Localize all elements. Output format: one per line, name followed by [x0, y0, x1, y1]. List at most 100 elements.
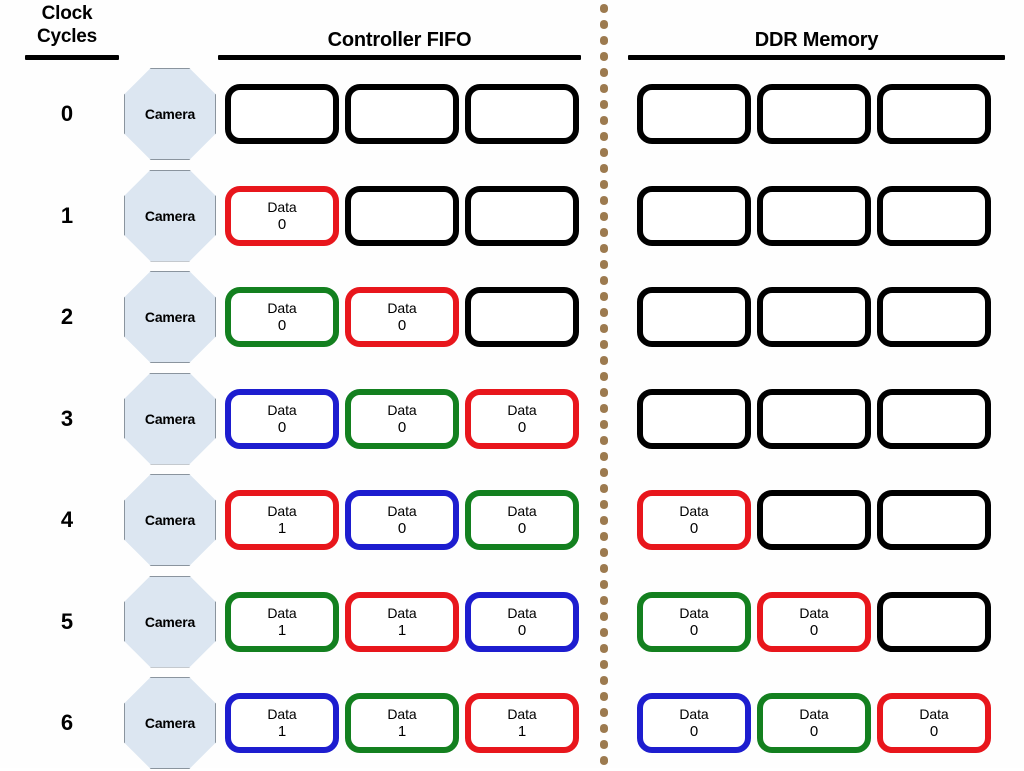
ddr-slot[interactable]	[757, 185, 871, 246]
ddr-slot[interactable]	[637, 84, 751, 144]
divider-dot	[600, 708, 608, 717]
ddr-slot[interactable]	[877, 388, 991, 449]
divider-dot	[600, 628, 608, 637]
ddr-slot[interactable]	[637, 287, 751, 347]
fifo-slot[interactable]	[465, 84, 579, 144]
slot-data-value: 0	[689, 723, 699, 740]
fifo-slot[interactable]	[465, 185, 579, 246]
divider-dot	[600, 660, 608, 669]
camera-node: Camera	[124, 575, 216, 668]
fifo-slot[interactable]	[345, 84, 459, 144]
divider-dot	[600, 420, 608, 429]
clock-cycles-header-line1: Clock	[41, 3, 93, 24]
slot-data-value: 0	[517, 621, 527, 639]
ddr-slot[interactable]	[877, 591, 991, 652]
slot-data-label: Data	[799, 706, 829, 722]
camera-label: Camera	[144, 106, 196, 122]
camera-node: Camera	[124, 677, 216, 769]
ddr-slot[interactable]	[877, 287, 991, 347]
slot-data-value: 0	[517, 520, 527, 537]
ddr-slot[interactable]	[877, 84, 991, 144]
divider-dot	[600, 500, 608, 509]
clock-cycles-underline	[25, 55, 119, 60]
ddr-slot[interactable]	[757, 388, 871, 449]
camera-label: Camera	[144, 512, 196, 528]
slot-data-label: Data	[387, 706, 417, 722]
divider-dot	[600, 724, 608, 733]
camera-node: Camera	[124, 372, 216, 465]
ddr-slot[interactable]	[877, 185, 991, 246]
divider-dot	[600, 564, 608, 573]
divider-dot	[600, 484, 608, 493]
controller-fifo-underline	[218, 55, 581, 60]
slot-data-label: Data	[507, 503, 537, 519]
clock-cycles-header-line2: Cycles	[36, 26, 98, 47]
camera-node: Camera	[124, 474, 216, 566]
ddr-slot[interactable]	[877, 490, 991, 550]
ddr-slot[interactable]	[757, 490, 871, 550]
divider-dot	[600, 308, 608, 317]
slot-data-label: Data	[387, 503, 417, 519]
controller-fifo-header: Controller FIFO	[327, 29, 472, 51]
slot-data-value: 0	[517, 418, 527, 436]
slot-data-value: 1	[277, 723, 287, 740]
fifo-slot[interactable]	[345, 185, 459, 246]
cycle-number: 5	[60, 608, 74, 634]
ddr-slot[interactable]	[637, 388, 751, 449]
slot-data-label: Data	[507, 604, 537, 621]
fifo-slot[interactable]	[465, 287, 579, 347]
divider-dot	[600, 372, 608, 381]
ddr-memory-header: DDR Memory	[754, 29, 879, 51]
divider-dot	[600, 756, 608, 765]
ddr-slot[interactable]	[637, 185, 751, 246]
slot-data-value: 0	[277, 215, 287, 233]
fifo-slot[interactable]	[225, 84, 339, 144]
divider-dot	[600, 340, 608, 349]
slot-data-label: Data	[387, 401, 417, 418]
slot-data-value: 0	[397, 317, 407, 334]
camera-label: Camera	[144, 613, 196, 630]
slot-data-value: 1	[277, 520, 287, 537]
divider-dot	[600, 404, 608, 413]
slot-data-label: Data	[267, 300, 297, 316]
divider-dot	[600, 740, 608, 749]
divider-dot	[600, 612, 608, 621]
divider-dot	[600, 292, 608, 301]
divider-dot	[600, 596, 608, 605]
slot-data-label: Data	[919, 706, 949, 722]
ddr-slot[interactable]	[757, 287, 871, 347]
slot-data-label: Data	[679, 706, 709, 722]
ddr-slot[interactable]	[757, 84, 871, 144]
camera-label: Camera	[144, 309, 196, 325]
divider-dot	[600, 212, 608, 221]
clock-cycles-header: Clock Cycles	[14, 2, 120, 48]
slot-data-label: Data	[387, 300, 417, 316]
divider-dot	[600, 324, 608, 333]
slot-data-value: 0	[397, 418, 407, 436]
camera-label: Camera	[144, 207, 196, 224]
divider-dot	[600, 116, 608, 125]
